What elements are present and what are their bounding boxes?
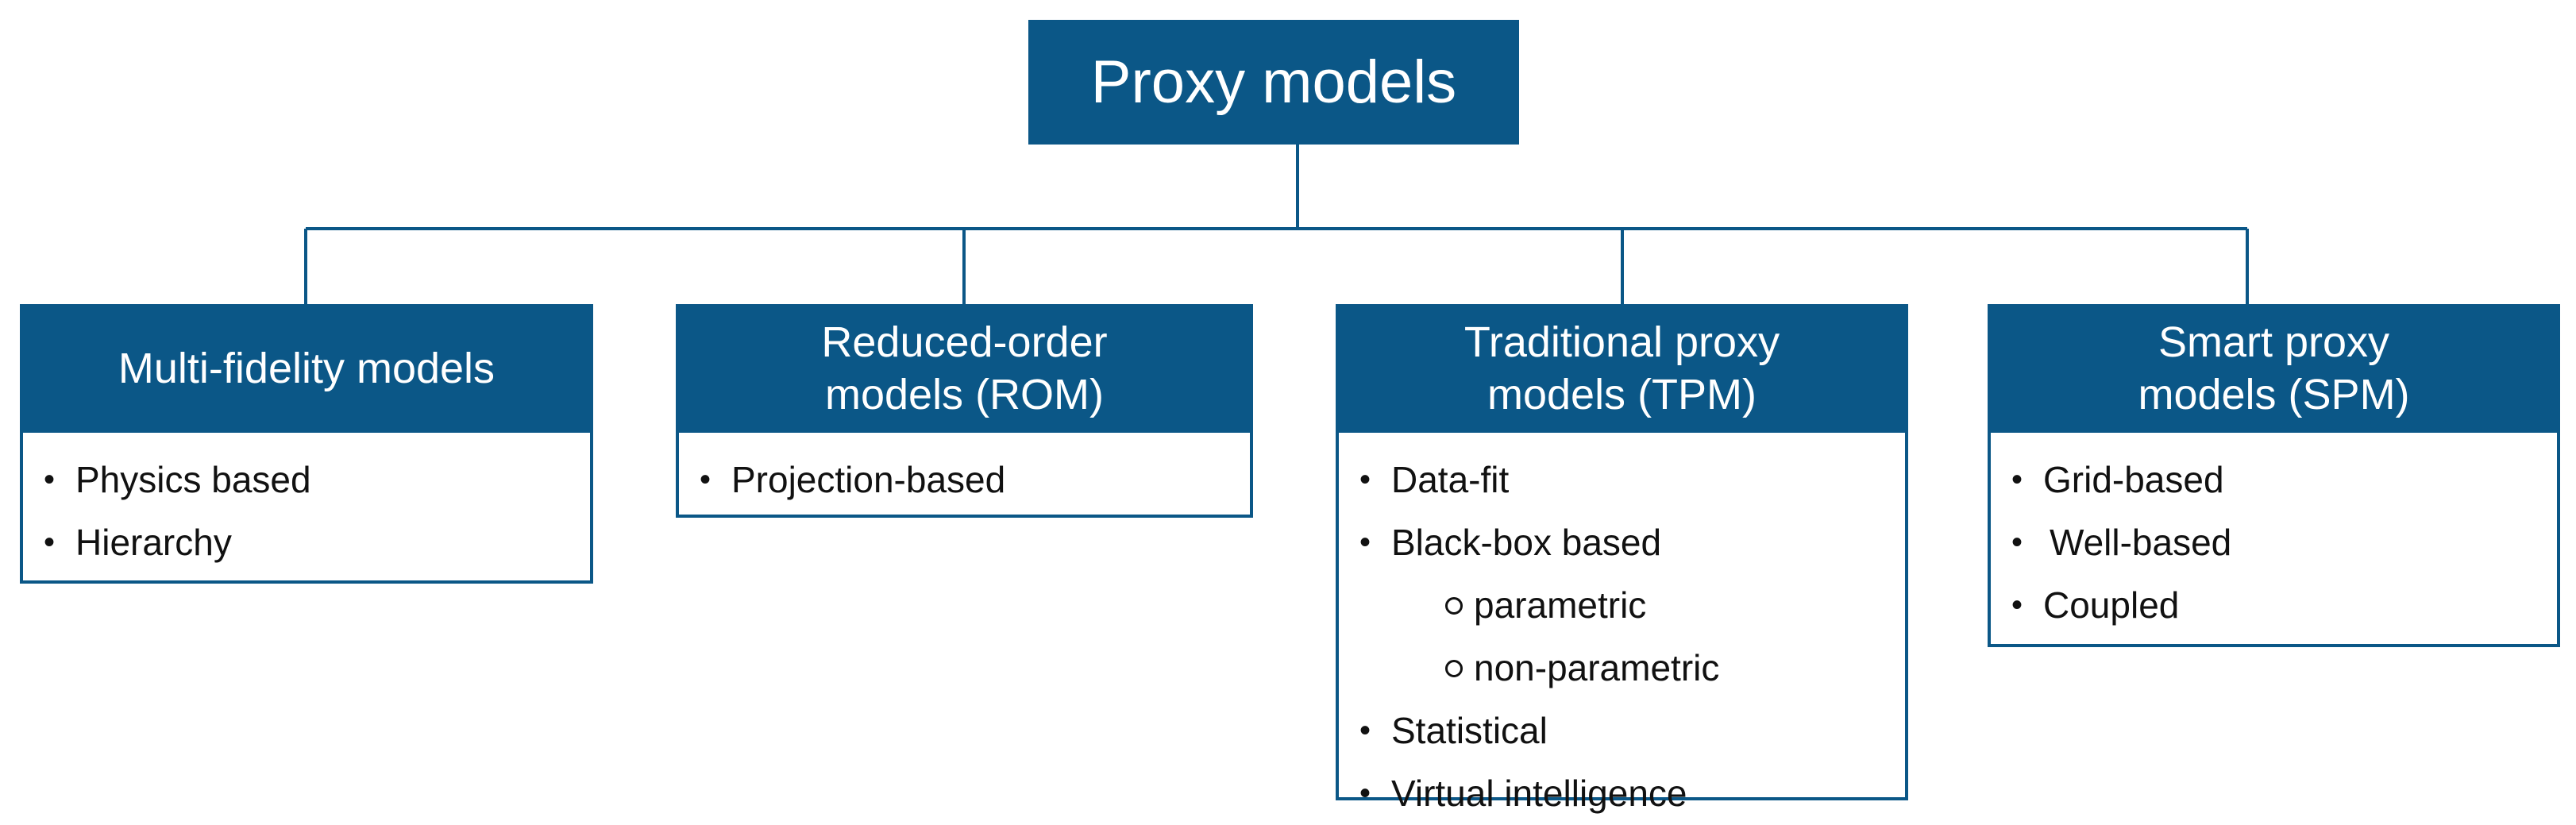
bullet-icon: •	[44, 525, 56, 560]
list-item-label: Data-fit	[1391, 459, 1510, 500]
bullet-list: • Data-fit • Black-box based parametric …	[1359, 449, 1905, 825]
list-item: • Virtual intelligence	[1359, 762, 1905, 825]
sub-list-item-label: non-parametric	[1474, 647, 1720, 688]
bullet-icon: •	[2011, 588, 2023, 623]
bullet-icon: •	[44, 462, 56, 497]
list-item: • Hierarchy	[44, 511, 590, 574]
list-item-label: Grid-based	[2043, 459, 2224, 500]
bullet-list: • Grid-based • Well-based • Coupled	[2011, 449, 2557, 637]
list-item-label: Coupled	[2043, 584, 2180, 626]
list-item: • Well-based	[2011, 511, 2557, 574]
bullet-icon: •	[1359, 776, 1371, 811]
bullet-icon: •	[2011, 462, 2023, 497]
hollow-circle-icon	[1445, 659, 1463, 677]
list-item-label: Physics based	[75, 459, 311, 500]
bullet-icon: •	[1359, 525, 1371, 560]
category-title-line1: Smart proxy	[2158, 318, 2390, 366]
hollow-circle-icon	[1445, 596, 1463, 615]
list-item: • Projection-based	[700, 449, 1250, 511]
list-item: • Grid-based	[2011, 449, 2557, 511]
category-smart-proxy: Smart proxy models (SPM) • Grid-based • …	[1988, 304, 2560, 647]
list-item-label: Hierarchy	[75, 522, 232, 563]
list-item-label: Statistical	[1391, 710, 1548, 751]
category-body: • Projection-based	[676, 433, 1253, 518]
bullet-list: • Projection-based	[700, 449, 1250, 511]
bullet-icon: •	[1359, 462, 1371, 497]
category-title-line1: Traditional proxy	[1463, 318, 1780, 366]
bullet-icon: •	[1359, 713, 1371, 748]
category-title-line2: models (SPM)	[2138, 371, 2410, 418]
category-title-line1: Multi-fidelity models	[118, 345, 496, 392]
bullet-list: • Physics based • Hierarchy	[44, 449, 590, 574]
category-reduced-order: Reduced-order models (ROM) • Projection-…	[676, 304, 1253, 518]
category-body: • Physics based • Hierarchy	[20, 433, 593, 584]
category-header: Smart proxy models (SPM)	[1988, 304, 2560, 433]
list-item: • Black-box based	[1359, 511, 1905, 574]
list-item-label: Well-based	[2050, 522, 2232, 563]
list-item-label: Black-box based	[1391, 522, 1662, 563]
root-node-proxy-models: Proxy models	[1028, 20, 1519, 145]
sub-list-item: parametric	[1359, 574, 1905, 637]
root-node-label: Proxy models	[1090, 48, 1457, 116]
sub-list-item: non-parametric	[1359, 637, 1905, 700]
category-body: • Data-fit • Black-box based parametric …	[1336, 433, 1908, 814]
category-header: Traditional proxy models (TPM)	[1336, 304, 1908, 433]
list-item: • Coupled	[2011, 574, 2557, 637]
list-item-label: Virtual intelligence	[1391, 773, 1687, 814]
category-title-line2: models (TPM)	[1487, 371, 1757, 418]
list-item: • Data-fit	[1359, 449, 1905, 511]
category-header: Reduced-order models (ROM)	[676, 304, 1253, 433]
category-multi-fidelity: Multi-fidelity models • Physics based • …	[20, 304, 593, 584]
category-traditional-proxy: Traditional proxy models (TPM) • Data-fi…	[1336, 304, 1908, 814]
list-item: • Physics based	[44, 449, 590, 511]
category-body: • Grid-based • Well-based • Coupled	[1988, 433, 2560, 647]
category-header: Multi-fidelity models	[20, 304, 593, 433]
category-title-line1: Reduced-order	[821, 318, 1108, 366]
bullet-icon: •	[2011, 525, 2023, 560]
list-item: • Statistical	[1359, 700, 1905, 762]
bullet-icon: •	[700, 462, 711, 497]
sub-list-item-label: parametric	[1474, 584, 1647, 626]
category-title-line2: models (ROM)	[824, 371, 1105, 418]
list-item-label: Projection-based	[731, 459, 1006, 500]
